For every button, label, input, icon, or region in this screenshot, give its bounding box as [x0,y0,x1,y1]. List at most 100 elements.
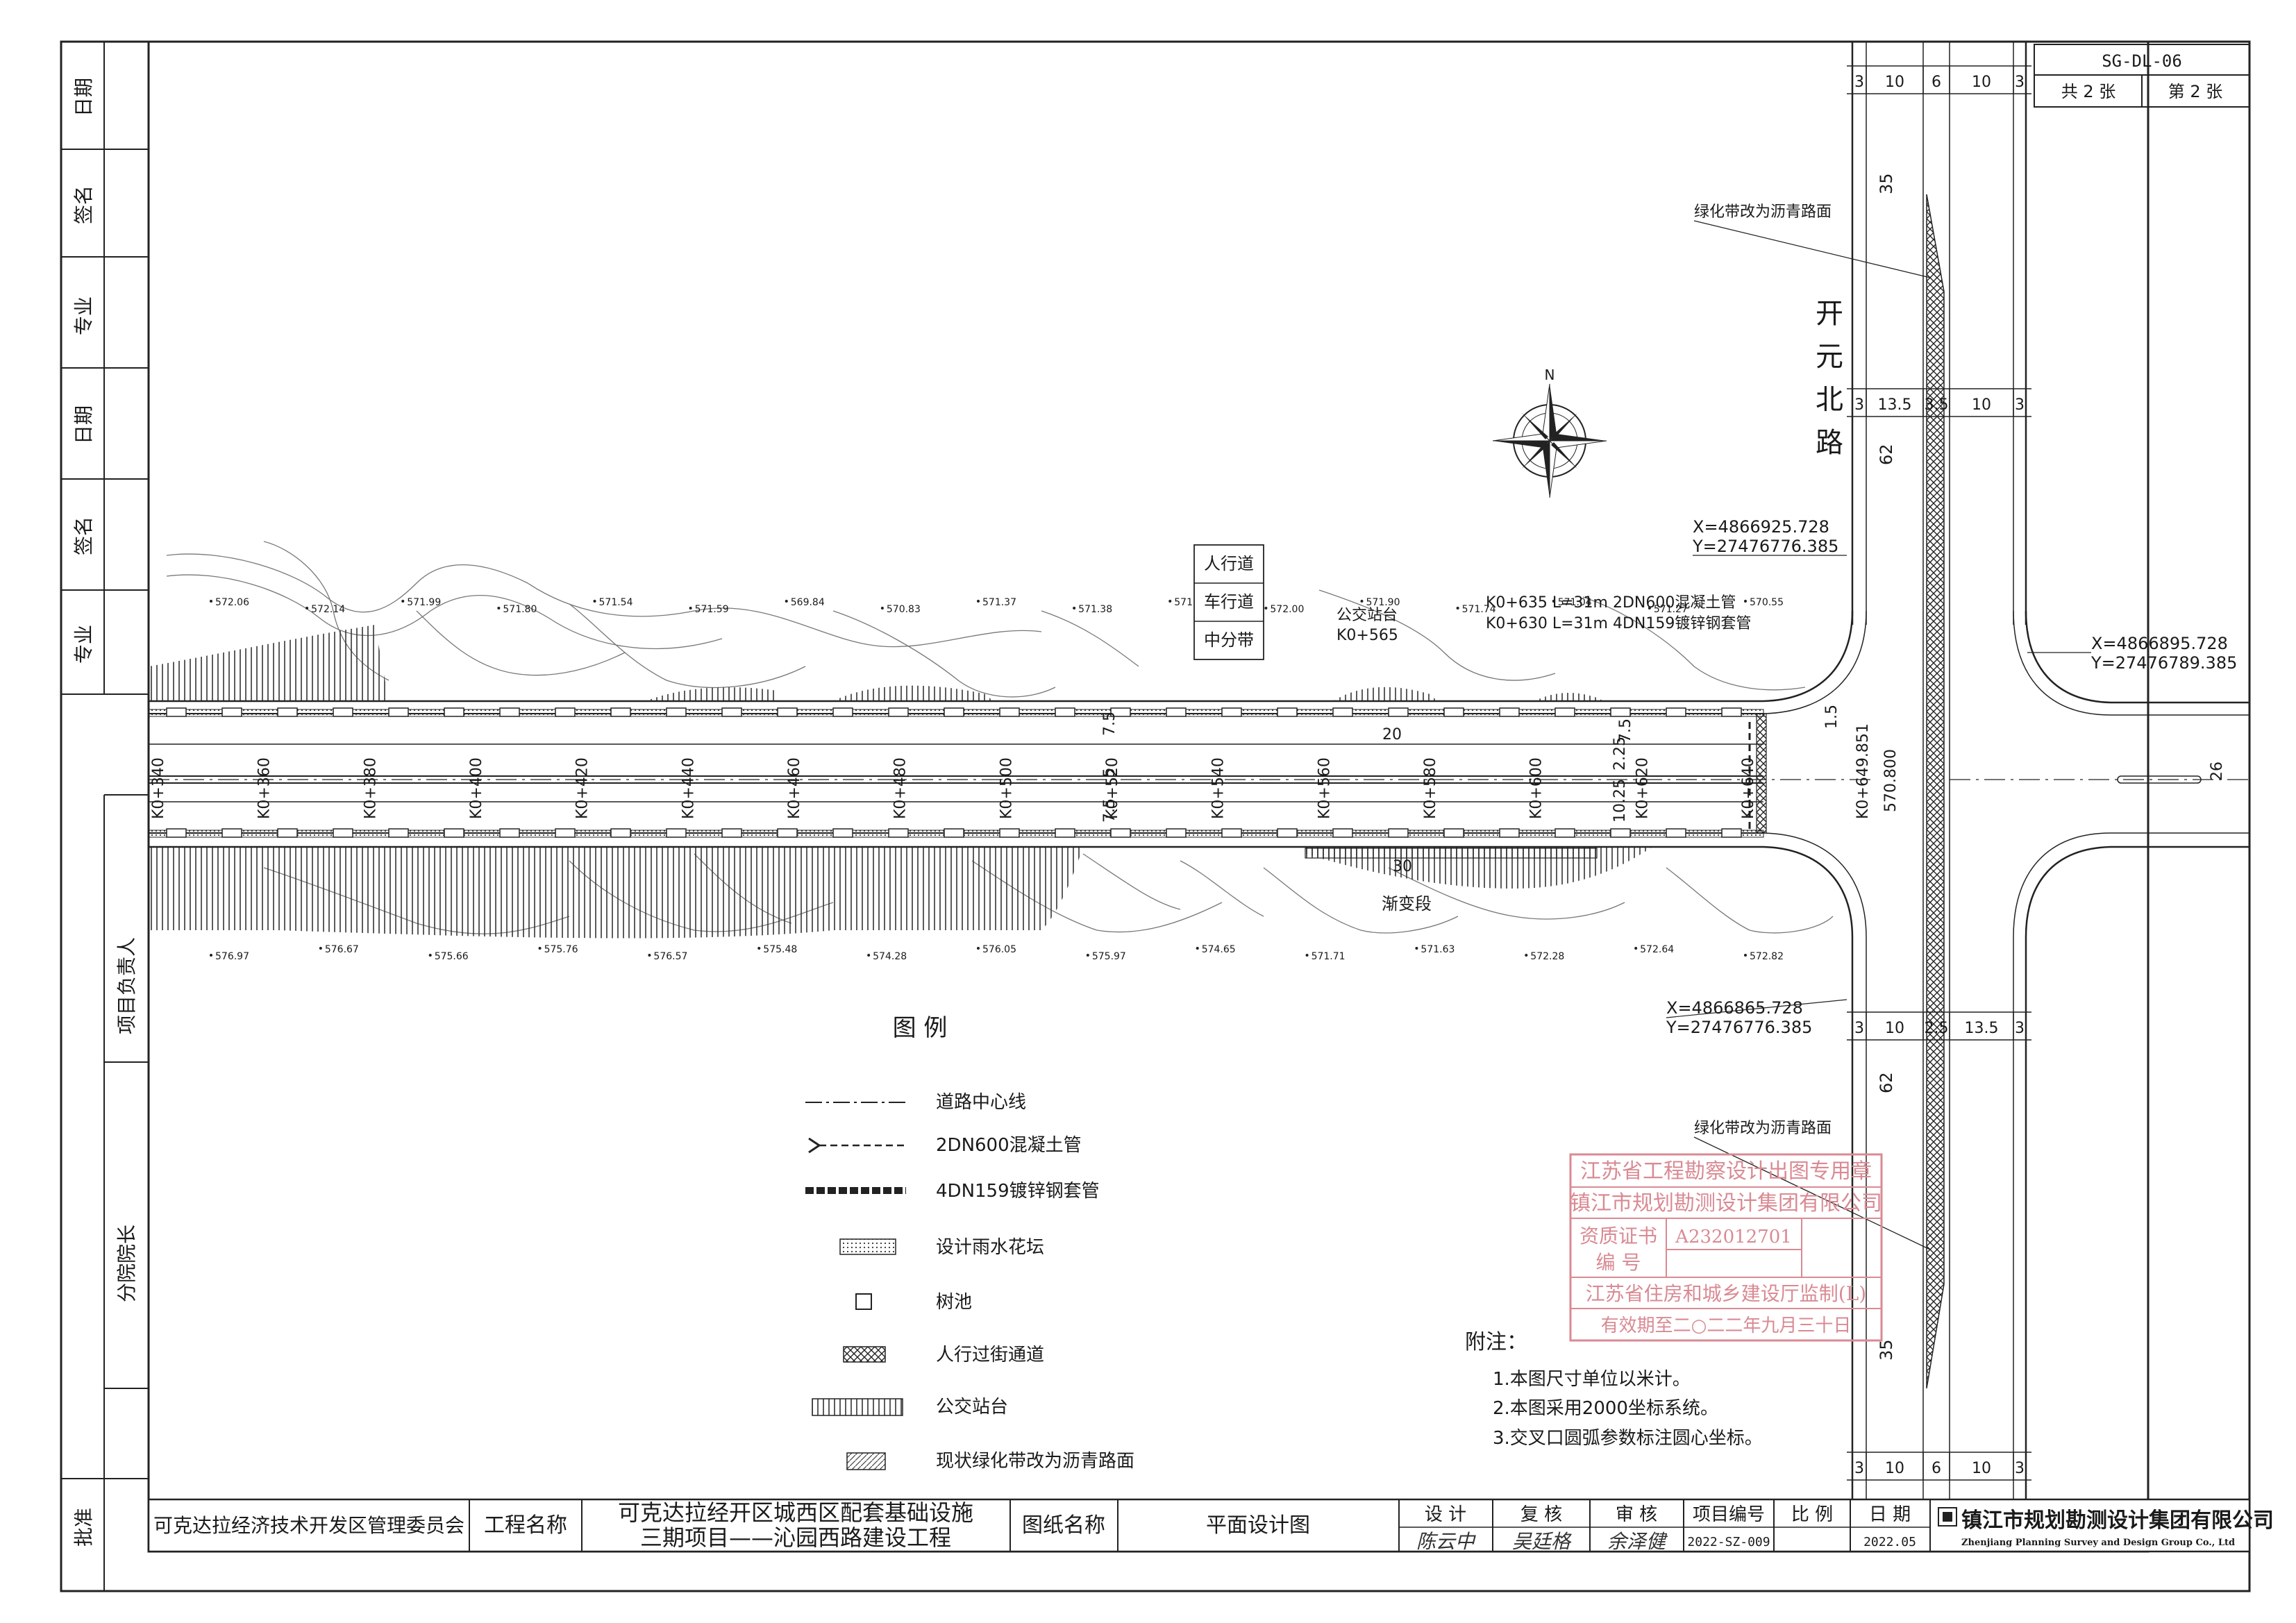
tree-pit [1332,707,1353,717]
tree-pit [499,707,520,717]
coord-y: Y=27476789.385 [2090,653,2237,673]
elevation-dot [1360,600,1364,603]
strip-label: 签名 [72,185,95,224]
elevation-label: 575.76 [544,944,578,955]
project-name-1: 可克达拉经开区城西区配套基础设施 [618,1499,973,1526]
elevation-label: 571.38 [1078,604,1112,615]
elevation-dot [1552,600,1555,603]
dim-value: 10 [1885,1020,1904,1037]
tree-pit [944,707,964,717]
dim-value: 3.5 [1925,396,1949,414]
sheet-number-box: SG-DL-06 共 2 张 第 2 张 [2034,44,2250,108]
tree-pit [944,828,964,838]
elevation-label: 572.28 [1530,951,1564,962]
legend: 图 例 道路中心线 2DN600混凝土管 4DN159镀锌钢套管 设计雨水花坛 … [805,1014,1134,1472]
legend-label: 4DN159镀锌钢套管 [936,1181,1100,1202]
elevation-dot [1073,607,1076,609]
elevation-dot [1744,600,1747,603]
tree-pit [1055,707,1075,717]
elevation-dot [1086,954,1089,957]
elevation-label: 571.59 [695,604,729,615]
end-elevation: 570.800 [1882,749,1900,812]
tree-pit [1221,707,1242,717]
elevation-label: 572.14 [311,604,345,615]
tree-pit [1166,707,1187,717]
note-item: 2.本图采用2000坐标系统。 [1493,1398,1718,1419]
tree-pit [832,707,853,717]
elevation-label: 572.64 [1640,944,1674,955]
elevation-label: 570.83 [887,604,921,615]
role-branch-head: 分院院长 [115,1225,138,1302]
section-sidewalk: 人行道 [1204,554,1254,573]
stamp-line: 有效期至二○二二年九月三十日 [1601,1315,1852,1336]
station-label: K0+440 [680,757,697,819]
date-label: 日 期 [1869,1504,1911,1525]
legend-label: 公交站台 [936,1397,1008,1418]
coord-y: Y=27476776.385 [1692,537,1838,556]
elevation-dot [1264,607,1268,609]
sheet-code: SG-DL-06 [2102,51,2182,71]
role-approve: 批准 [72,1508,95,1547]
elevation-label: 571.99 [407,597,441,608]
elevation-dot [1634,947,1638,950]
coord-x: X=4866865.728 [1666,998,1803,1018]
cross-road-vertical-dims: 35 62 62 35 1.5 26 [1823,173,2226,1361]
elevation-dot [210,600,212,603]
strip-label: 日期 [72,405,95,444]
dim-value: 10 [1885,74,1904,91]
tree-pit [999,828,1020,838]
svg-text:N: N [1545,367,1555,383]
station-label: K0+600 [1528,757,1545,819]
tree-pit [1055,828,1075,838]
company-logo-icon [1938,1507,1957,1527]
elevation-label: 571.63 [1421,944,1455,955]
dim: 2.25 [1611,737,1629,771]
sheet-index: 第 2 张 [2168,82,2223,101]
elevation-label: 571.90 [1366,597,1400,608]
strip-label: 专业 [72,296,95,335]
elevation-dot [648,954,651,957]
section-median: 中分带 [1204,630,1254,650]
dim-value: 3 [2015,396,2025,414]
cross-road-label-char: 开 [1816,298,1843,330]
stamp-cert-sub: 编 号 [1596,1251,1641,1274]
station-label: K0+520 [1104,757,1121,819]
dim-value: 10 [1972,396,1991,414]
dim: 1.5 [1823,705,1841,729]
tree-pit [277,707,298,717]
tree-pit [777,707,798,717]
tree-pit [1388,828,1409,838]
tree-pit [1110,828,1131,838]
project-no: 2022-SZ-009 [1687,1535,1770,1549]
tree-pit-row [166,828,1742,838]
coord-x: X=4866895.728 [2091,634,2228,653]
road-dimensions: 7.5 5 7.5 20 30 10.25 2.25 7.5 [1101,712,1634,875]
tree-pit [1721,828,1742,838]
elevation-label: 576.57 [653,951,687,962]
strip-label: 签名 [72,516,95,555]
tree-pit [1666,707,1686,717]
dim: 62 [1877,1072,1896,1093]
strip-label: 日期 [72,78,95,117]
tree-pit [1277,828,1298,838]
elevation-label: 571.54 [599,597,633,608]
elevation-label: 575.66 [435,951,469,962]
tree-pit [388,828,409,838]
bus-stop-label: 公交站台 [1336,607,1398,624]
cross-road-label-char: 路 [1816,427,1843,459]
dim: 35 [1877,1339,1896,1361]
elevation-dot [880,607,884,609]
dim-value: 10 [1885,1460,1904,1477]
audit-label: 审 核 [1616,1504,1657,1525]
dim: 20 [1382,726,1402,743]
tree-pit [666,707,687,717]
elevation-dot [1456,607,1459,609]
notes-title: 附注： [1465,1330,1527,1354]
left-signature-strip: 日期 签名 专业 日期 签名 专业 项目负责人 分院院长 批准 [61,42,149,1591]
station-label: K0+620 [1634,757,1651,819]
dim-value: 6 [1932,1460,1941,1477]
dim: 5 [1101,768,1118,777]
company-name-en: Zhenjiang Planning Survey and Design Gro… [1961,1538,2235,1548]
dim: 7.5 [1101,712,1118,736]
